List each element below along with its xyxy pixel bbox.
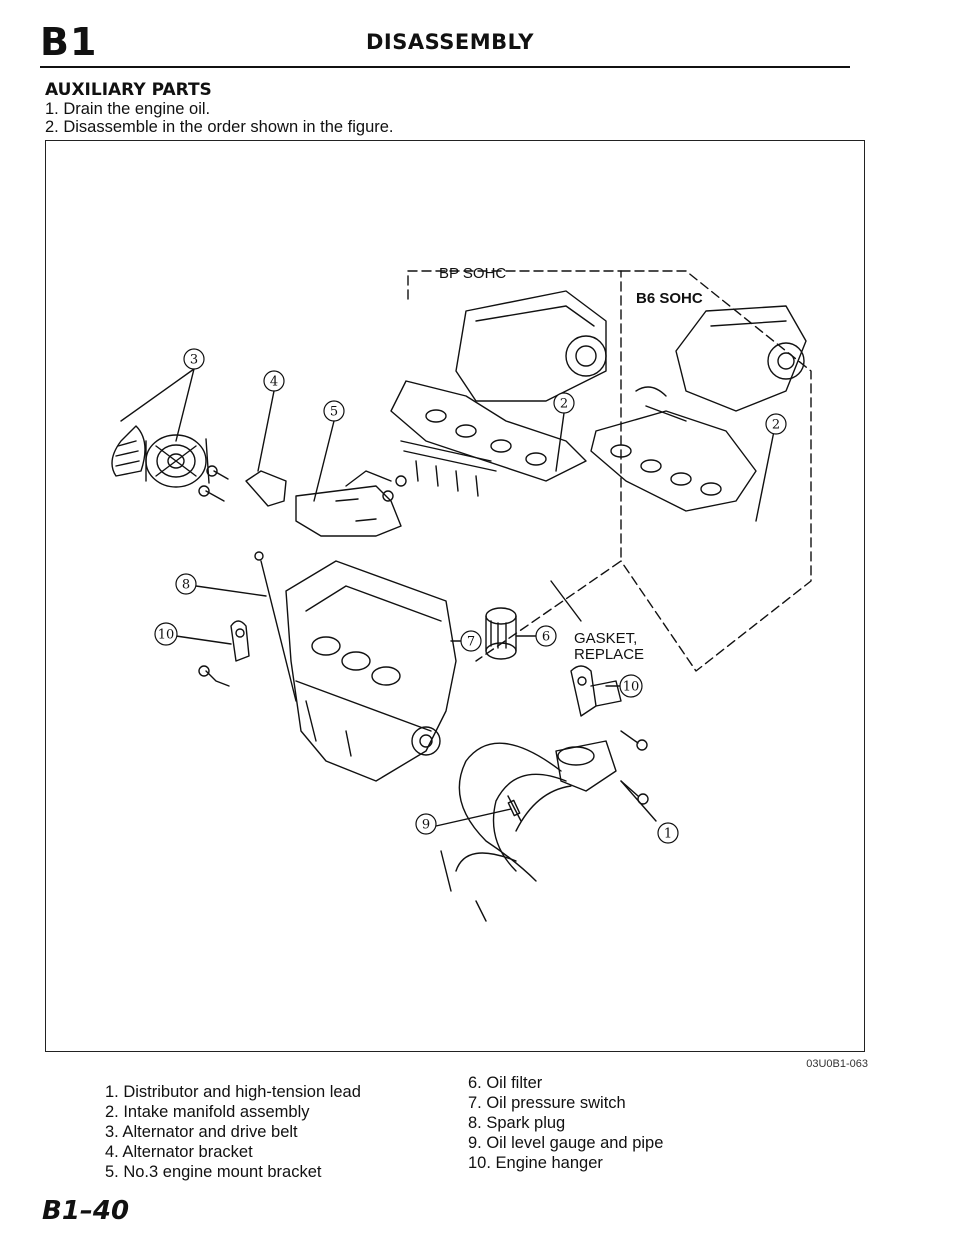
exploded-view-diagram: 3 4 5 2 2 8 10 7 6 10 9 1 BP SOHC B6 SOH… [111, 265, 812, 922]
svg-text:4: 4 [270, 375, 278, 390]
svg-text:7: 7 [467, 635, 475, 650]
leader-1 [620, 780, 657, 822]
b6-intake-manifold-drawing [590, 305, 807, 512]
engine-block-drawing [285, 560, 457, 782]
bp-intake-manifold-drawing [390, 290, 607, 497]
callout-9: 8 [175, 573, 197, 595]
bp-sohc-label: BP SOHC [439, 265, 506, 282]
leader-9 [195, 585, 267, 597]
b6-sohc-label: B6 SOHC [636, 290, 703, 307]
b6-sohc-outline [620, 270, 812, 672]
legend-item-7: 7. Oil pressure switch [468, 1094, 626, 1112]
legend-item-2: 2. Intake manifold assembly [105, 1103, 310, 1121]
legend-left-column: 1. Distributor and high-tension lead 2. … [105, 1082, 361, 1182]
legend-item-5: 5. No.3 engine mount bracket [105, 1163, 322, 1181]
svg-text:3: 3 [190, 353, 198, 368]
svg-text:5: 5 [330, 405, 338, 420]
figure-code: 03U0B1-063 [806, 1058, 868, 1070]
spark-plug-drawing [507, 795, 522, 822]
legend-item-10: 10. Engine hanger [468, 1154, 603, 1172]
callout-8: 9 [415, 813, 437, 835]
callout-6: 6 [535, 625, 557, 647]
oil-filter-drawing [485, 607, 517, 660]
leader-gasket [550, 580, 582, 622]
callout-4: 4 [263, 370, 285, 392]
leader-3 [175, 368, 195, 442]
callout-3: 3 [183, 348, 205, 370]
bp-sohc-outline [407, 270, 622, 662]
section-code: B1 [40, 20, 98, 64]
svg-text:2: 2 [560, 397, 568, 412]
svg-text:8: 8 [182, 578, 190, 593]
leader-2-b6 [755, 420, 777, 522]
heading-divider [40, 66, 850, 68]
legend-right-column: 6. Oil filter 7. Oil pressure switch 8. … [468, 1073, 663, 1173]
leader-2-bp [555, 412, 565, 472]
svg-text:2: 2 [772, 418, 780, 433]
engine-hanger-right-drawing [570, 665, 648, 751]
svg-text:10: 10 [158, 628, 175, 643]
callout-5: 5 [323, 400, 345, 422]
callout-7: 7 [460, 630, 482, 652]
gasket-label-line1: GASKET, [574, 630, 637, 647]
step-drain-oil: 1. Drain the engine oil. [45, 100, 211, 118]
leader-8 [435, 808, 512, 827]
svg-text:6: 6 [542, 630, 550, 645]
legend-item-1: 1. Distributor and high-tension lead [105, 1083, 361, 1101]
callouts: 3 4 5 2 2 8 10 7 6 10 9 1 [154, 348, 787, 844]
distributor-drawing [440, 740, 649, 922]
leader-10-left [175, 635, 232, 645]
svg-text:10: 10 [623, 680, 640, 695]
step-disassemble-order: 2. Disassemble in the order shown in the… [45, 118, 394, 136]
svg-text:1: 1 [664, 827, 672, 842]
page-number: B1–40 [42, 1196, 130, 1226]
oil-level-gauge-drawing [254, 551, 297, 702]
legend-item-4: 4. Alternator bracket [105, 1143, 253, 1161]
svg-text:9: 9 [422, 818, 430, 833]
leader-4 [257, 390, 275, 472]
section-subtitle: AUXILIARY PARTS [45, 80, 212, 100]
callout-2-bp: 2 [553, 392, 575, 414]
page-title: DISASSEMBLY [366, 30, 534, 54]
leader-5 [313, 420, 335, 502]
figure-frame: 3 4 5 2 2 8 10 7 6 10 9 1 BP SOHC B6 SOH… [45, 140, 865, 1052]
callout-1: 1 [657, 822, 679, 844]
callout-10-right: 10 [619, 674, 643, 698]
engine-hanger-left-drawing [198, 620, 250, 687]
gasket-label-line2: REPLACE [574, 646, 644, 663]
legend-item-6: 6. Oil filter [468, 1074, 543, 1092]
leader-3b [120, 368, 195, 422]
legend-item-3: 3. Alternator and drive belt [105, 1123, 298, 1141]
legend-item-9: 9. Oil level gauge and pipe [468, 1134, 664, 1152]
callout-2-b6: 2 [765, 413, 787, 435]
legend-item-8: 8. Spark plug [468, 1114, 566, 1132]
alternator-bracket-drawing [198, 465, 287, 507]
engine-mount-bracket-drawing [295, 470, 407, 537]
alternator-drawing [111, 425, 210, 488]
callout-10-left: 10 [154, 622, 178, 646]
